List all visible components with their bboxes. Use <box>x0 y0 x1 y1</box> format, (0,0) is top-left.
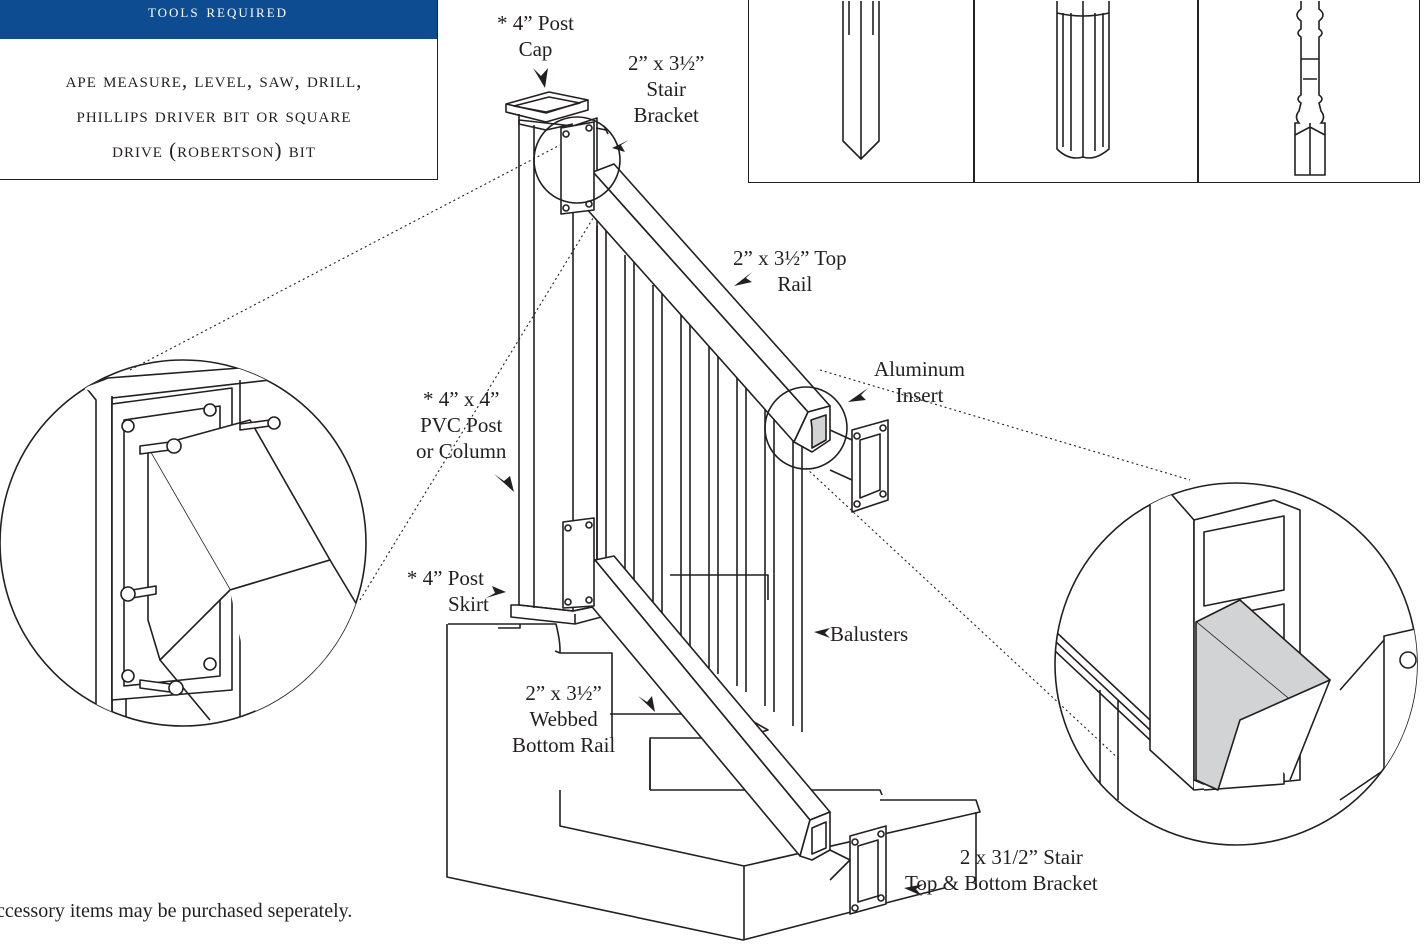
arrow-icon <box>904 884 924 896</box>
balusters-illustration <box>596 226 803 732</box>
top-rail-end-bracket-illustration <box>829 419 889 513</box>
arrow-icon <box>494 474 514 492</box>
zoom-leader-lines <box>129 144 1191 761</box>
arrow-icon <box>734 272 752 286</box>
tools-line-2: phillips driver bit or square <box>76 103 352 127</box>
bottom-rail-illustration <box>577 555 831 861</box>
panel-divider <box>973 0 975 182</box>
fluted-column-illustration <box>1056 1 1110 159</box>
arrow-icon <box>612 140 629 152</box>
arrow-icon <box>533 68 548 88</box>
bracket-detail-zoom-circle <box>0 359 367 727</box>
post-styles-panel <box>748 0 1420 183</box>
tools-required-list: ape measure, level, saw, drill, phillips… <box>0 39 437 168</box>
footnote: ccessory items may be purchased seperate… <box>0 900 353 922</box>
turned-baluster-illustration <box>1294 1 1326 176</box>
arrow-icon <box>638 696 655 712</box>
arrow-icon <box>814 628 830 638</box>
arrow-icon <box>848 388 868 402</box>
post-styles-illustration <box>842 1 1326 176</box>
top-rail-illustration <box>576 163 831 453</box>
arrow-icon <box>486 586 506 598</box>
stair-bracket-lower-illustration <box>562 517 595 609</box>
aluminum-insert-detail-zoom-circle <box>1054 482 1418 846</box>
detail-circle-aluminum-insert <box>764 386 848 470</box>
tools-required-box: tools required ape measure, level, saw, … <box>0 0 438 180</box>
square-post-illustration <box>842 1 880 161</box>
post-skirt-illustration <box>510 604 606 625</box>
tools-line-3: drive (robertson) bit <box>112 138 316 162</box>
stair-bracket-upper-illustration <box>560 121 609 215</box>
screw-icon <box>139 679 184 696</box>
callout-arrows <box>486 68 924 896</box>
post-cap-illustration <box>505 91 589 131</box>
detail-circle-upper-bracket <box>533 116 621 204</box>
panel-divider <box>1197 0 1199 182</box>
balusters-label: Balusters <box>830 622 909 646</box>
bottom-rail-end-bracket-illustration <box>829 825 887 915</box>
tools-required-header: tools required <box>0 0 437 39</box>
screw-icon <box>139 438 182 455</box>
screw-icon <box>120 585 157 602</box>
tools-line-1: ape measure, level, saw, drill, <box>65 68 363 92</box>
screw-icon <box>239 416 281 431</box>
